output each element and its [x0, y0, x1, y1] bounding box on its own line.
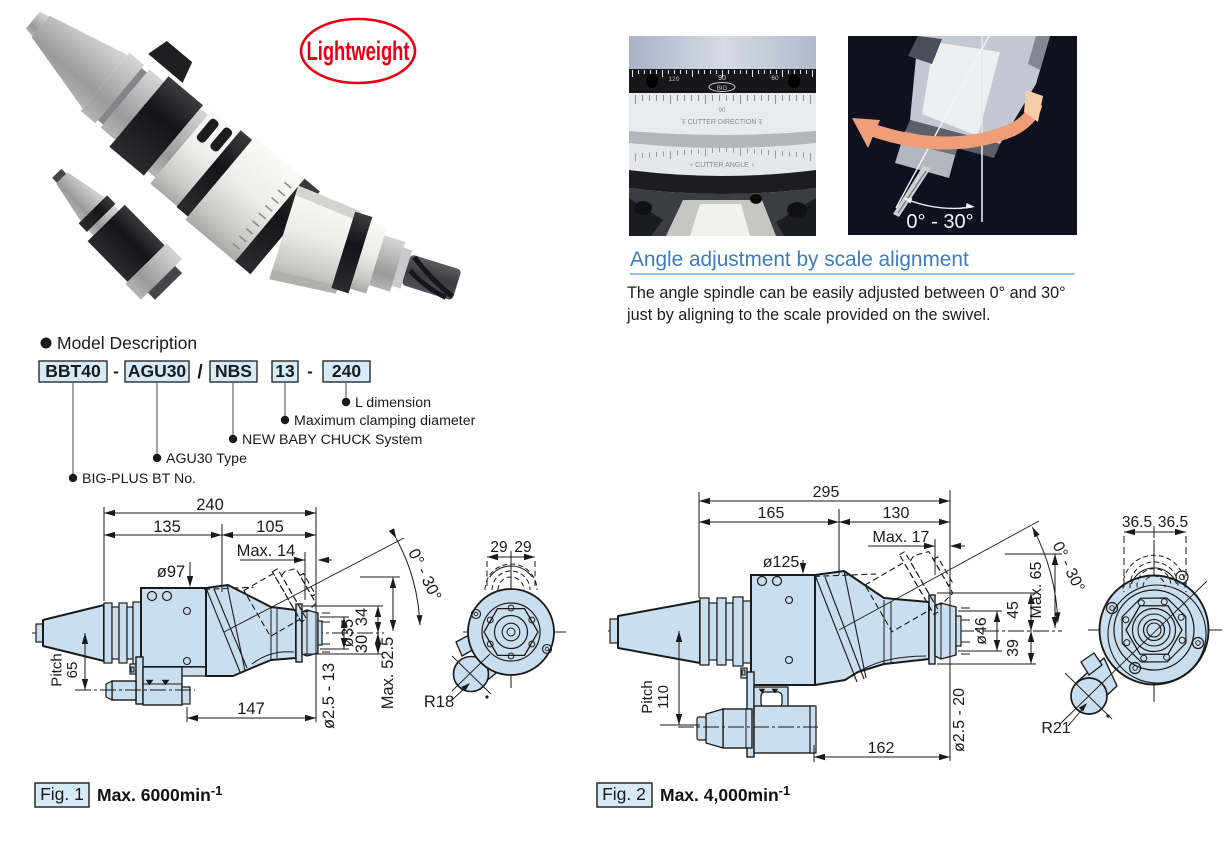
svg-text:Model Description: Model Description [57, 333, 197, 353]
svg-text:13: 13 [275, 361, 295, 381]
svg-text:NEW BABY CHUCK System: NEW BABY CHUCK System [242, 432, 422, 448]
svg-text:Max. 4,000min-1: Max. 4,000min-1 [660, 783, 790, 805]
svg-text:162: 162 [868, 740, 895, 757]
svg-text:Max. 14: Max. 14 [237, 542, 296, 560]
svg-text:ø46: ø46 [973, 617, 990, 645]
svg-text:165: 165 [758, 505, 785, 522]
svg-text:The angle spindle can be easil: The angle spindle can be easily adjusted… [627, 284, 1066, 302]
svg-text:ø125: ø125 [763, 554, 800, 571]
svg-text:110: 110 [655, 685, 672, 709]
svg-text:ø2.5 - 20: ø2.5 - 20 [951, 688, 968, 752]
svg-text:Max. 6000min-1: Max. 6000min-1 [97, 783, 222, 805]
svg-text:105: 105 [256, 518, 284, 536]
svg-text:90: 90 [719, 108, 726, 114]
svg-text:/: / [197, 362, 203, 383]
svg-text:ø97: ø97 [157, 563, 185, 581]
svg-text:39: 39 [1005, 639, 1022, 657]
svg-text:-: - [307, 362, 313, 381]
svg-text:295: 295 [813, 484, 840, 501]
svg-text:36.5: 36.5 [1122, 514, 1152, 531]
svg-text:-: - [113, 362, 119, 381]
svg-text:29: 29 [490, 539, 507, 556]
svg-text:130: 130 [883, 505, 910, 522]
svg-text:AGU30 Type: AGU30 Type [166, 451, 247, 467]
svg-text:Angle adjustment by scale alig: Angle adjustment by scale alignment [630, 248, 969, 271]
svg-text:Lightweight: Lightweight [307, 36, 410, 66]
svg-text:29: 29 [514, 539, 531, 556]
svg-text:Pitch: Pitch [639, 680, 656, 713]
svg-text:⍕ CUTTER DIRECTION ⍕: ⍕ CUTTER DIRECTION ⍕ [681, 119, 763, 126]
svg-text:60: 60 [771, 75, 779, 82]
svg-text:65: 65 [64, 662, 81, 679]
svg-text:45: 45 [1005, 601, 1022, 619]
svg-text:ø2.5 - 13: ø2.5 - 13 [320, 663, 338, 729]
svg-text:0° - 30°: 0° - 30° [404, 546, 444, 604]
svg-text:Maximum clamping diameter: Maximum clamping diameter [294, 413, 476, 429]
svg-text:R21: R21 [1041, 720, 1070, 737]
svg-text:just by aligning to the scale: just by aligning to the scale provided o… [626, 306, 991, 324]
svg-text:BIG: BIG [717, 86, 728, 92]
svg-text:34: 34 [353, 608, 371, 626]
svg-text:90: 90 [718, 75, 726, 82]
svg-text:Max. 52.5: Max. 52.5 [379, 637, 397, 709]
svg-text:Max. 65: Max. 65 [1028, 561, 1045, 618]
svg-text:L dimension: L dimension [355, 395, 431, 411]
svg-text:NBS: NBS [215, 361, 252, 381]
svg-text:0° - 30°: 0° - 30° [906, 211, 973, 233]
svg-text:BBT40: BBT40 [45, 361, 101, 381]
svg-text:Pitch: Pitch [49, 653, 66, 686]
svg-text:Fig. 2: Fig. 2 [602, 784, 646, 804]
svg-text:AGU30: AGU30 [128, 361, 187, 381]
svg-text:240: 240 [196, 496, 224, 514]
svg-text:BIG-PLUS BT No.: BIG-PLUS BT No. [82, 471, 196, 487]
svg-text:240: 240 [332, 361, 361, 381]
svg-text:ø35: ø35 [339, 619, 357, 647]
svg-text:135: 135 [153, 518, 181, 536]
svg-text:36.5: 36.5 [1158, 514, 1188, 531]
svg-text:⍖ CUTTER ANGLE ⍖: ⍖ CUTTER ANGLE ⍖ [689, 162, 755, 169]
svg-text:30: 30 [353, 635, 371, 653]
svg-text:147: 147 [237, 700, 265, 718]
svg-text:120: 120 [669, 76, 680, 83]
svg-text:Fig. 1: Fig. 1 [40, 784, 84, 804]
svg-text:Max. 17: Max. 17 [873, 529, 930, 546]
svg-text:R18: R18 [424, 693, 454, 711]
